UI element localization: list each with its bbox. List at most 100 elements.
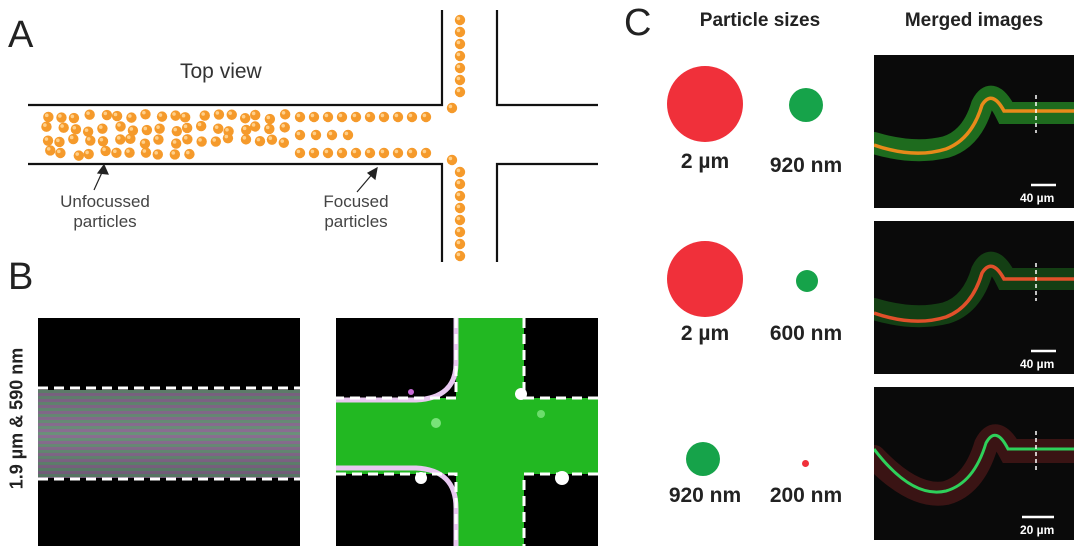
- merged-image-row3: 20 µm: [874, 387, 1074, 540]
- particle-circle-row1-left: [667, 66, 743, 142]
- particle-highlight: [448, 104, 453, 109]
- particle-highlight: [84, 128, 89, 132]
- particle: [184, 148, 195, 160]
- particle-highlight: [173, 127, 178, 132]
- particle-highlight: [251, 111, 256, 116]
- particle: [350, 111, 362, 123]
- particle: [454, 26, 466, 38]
- particle: [254, 136, 266, 147]
- particle-highlight: [256, 137, 261, 142]
- particle-highlight: [75, 152, 80, 156]
- particle: [181, 122, 193, 134]
- particle: [454, 190, 466, 202]
- scale-bar-label-row1: 40 µm: [1020, 191, 1055, 205]
- particle: [196, 136, 207, 147]
- particle: [179, 112, 191, 123]
- particle: [250, 109, 261, 121]
- particle: [82, 126, 94, 137]
- panel-letter-a: A: [8, 14, 34, 56]
- particle-highlight: [266, 115, 271, 120]
- particle-highlight: [312, 131, 317, 136]
- particle: [85, 135, 96, 146]
- particle-highlight: [197, 122, 202, 127]
- particle-highlight: [352, 113, 357, 118]
- particle-highlight: [456, 52, 461, 57]
- particle: [454, 14, 466, 26]
- merged-image-row2: 40 µm: [874, 221, 1074, 374]
- particle: [43, 111, 54, 123]
- particle-highlight: [99, 137, 104, 142]
- particle-highlight: [117, 123, 121, 127]
- particle: [154, 123, 165, 134]
- particle: [279, 109, 291, 120]
- particle: [378, 111, 390, 123]
- particle-label-row2-right: 600 nm: [769, 322, 843, 345]
- particle-highlight: [60, 124, 64, 128]
- particle-highlight: [154, 151, 158, 155]
- particle: [454, 62, 466, 74]
- particle-highlight: [141, 140, 146, 144]
- particle-highlight: [46, 147, 51, 151]
- particle-sizes-header: Particle sizes: [699, 10, 821, 31]
- particle-highlight: [251, 123, 256, 127]
- particle: [249, 121, 261, 132]
- particle: [308, 147, 320, 159]
- particle-highlight: [296, 113, 301, 118]
- particle: [308, 111, 320, 123]
- particle: [222, 132, 234, 144]
- particle: [55, 147, 66, 159]
- particle: [322, 111, 334, 123]
- particle-highlight: [126, 135, 131, 140]
- particle: [454, 214, 466, 226]
- particle: [446, 102, 458, 114]
- unfocused-label-line1: Unfocussed: [60, 192, 150, 211]
- particle: [156, 111, 168, 122]
- particle: [239, 113, 251, 124]
- particle-highlight: [338, 113, 343, 118]
- focused-label-line2: particles: [324, 212, 388, 231]
- particle: [199, 110, 210, 121]
- particle-highlight: [129, 127, 134, 131]
- particle: [264, 123, 275, 135]
- channel-schematic: [28, 10, 598, 262]
- particle-label-row1-left: 2 µm: [680, 150, 730, 173]
- particle: [226, 109, 237, 120]
- particle-highlight: [171, 151, 176, 155]
- particle-highlight: [172, 112, 176, 116]
- particle-label-row3-right: 200 nm: [769, 484, 843, 507]
- particle-circle-row2-right: [796, 270, 818, 292]
- particle-highlight: [143, 126, 148, 131]
- particle: [279, 122, 290, 133]
- fluorescent-cross-junction-image: [336, 318, 598, 546]
- particle-highlight: [215, 111, 220, 115]
- particle-highlight: [156, 125, 160, 129]
- particle: [322, 147, 334, 159]
- particle: [97, 136, 109, 147]
- particle: [97, 123, 108, 134]
- particle: [364, 111, 376, 123]
- particle-highlight: [344, 131, 349, 136]
- particle-circle-row2-left: [667, 241, 743, 317]
- particle: [454, 38, 466, 50]
- particle: [140, 147, 152, 158]
- particle: [392, 111, 404, 123]
- particle: [115, 134, 126, 145]
- particle-highlight: [44, 113, 49, 118]
- particle-highlight: [183, 124, 188, 129]
- particle-highlight: [456, 240, 461, 245]
- particle-highlight: [456, 40, 461, 45]
- particle-highlight: [310, 113, 315, 118]
- particle: [378, 147, 390, 159]
- particle: [336, 111, 348, 123]
- particle-highlight: [224, 134, 229, 139]
- particle-circle-row3-right: [802, 460, 809, 467]
- particle: [73, 150, 85, 161]
- particle: [241, 124, 252, 136]
- particle-highlight: [172, 140, 177, 144]
- particle-highlight: [296, 131, 301, 136]
- particle: [126, 112, 137, 123]
- particle-highlight: [456, 180, 461, 185]
- particle: [454, 226, 466, 238]
- focused-label-line1: Focused: [323, 192, 389, 211]
- particle-highlight: [142, 110, 146, 115]
